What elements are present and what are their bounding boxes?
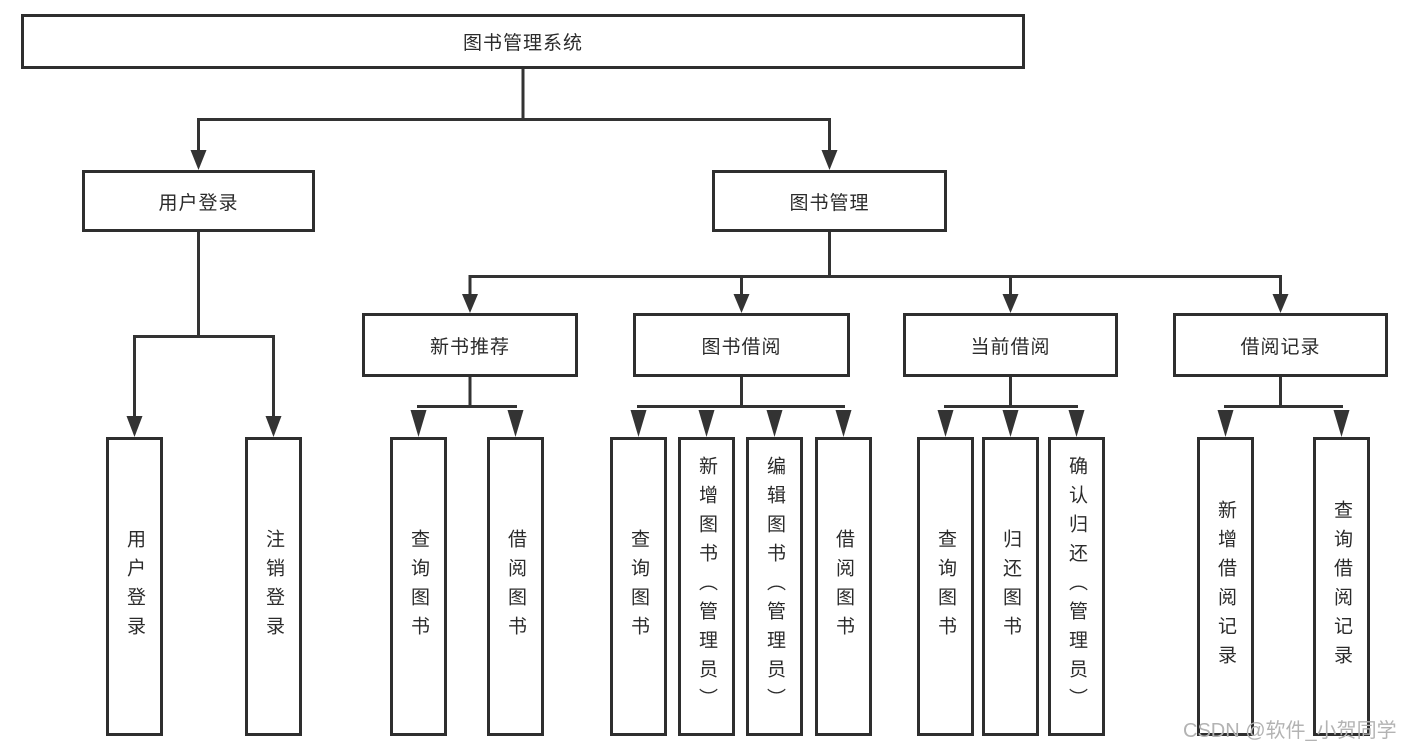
leaf-add-borrow-record: 新增借阅记录 (1197, 437, 1254, 736)
leaf-label: 借阅图书 (833, 528, 854, 645)
csdn-watermark: CSDN @软件_小贺同学 (1183, 720, 1397, 742)
node-user-login: 用户登录 (82, 170, 315, 232)
leaf-label: 新增图书（管理员） (696, 456, 717, 717)
node-label: 借阅记录 (1240, 336, 1321, 358)
leaf-label: 查询图书 (935, 528, 956, 645)
leaf-label: 编辑图书（管理员） (764, 456, 785, 717)
node-current-borrow: 当前借阅 (903, 313, 1118, 377)
leaf-add-books-admin: 新增图书（管理员） (678, 437, 735, 736)
leaf-edit-books-admin: 编辑图书（管理员） (746, 437, 803, 736)
leaf-borrow-books: 借阅图书 (487, 437, 544, 736)
leaf-confirm-return-admin: 确认归还（管理员） (1048, 437, 1105, 736)
node-borrow-records: 借阅记录 (1173, 313, 1388, 377)
leaf-borrow-books: 借阅图书 (815, 437, 872, 736)
leaf-query-borrow-record: 查询借阅记录 (1313, 437, 1370, 736)
leaf-label: 确认归还（管理员） (1066, 456, 1087, 717)
node-book-management: 图书管理 (712, 170, 947, 232)
leaf-label: 注销登录 (263, 528, 284, 645)
leaf-label: 查询图书 (408, 528, 429, 645)
leaf-user-login: 用户登录 (106, 437, 163, 736)
node-library-management-system: 图书管理系统 (21, 14, 1025, 69)
node-label: 当前借阅 (970, 336, 1051, 358)
leaf-query-books: 查询图书 (610, 437, 667, 736)
leaf-label: 借阅图书 (505, 528, 526, 645)
leaf-label: 查询借阅记录 (1331, 499, 1352, 674)
leaf-logout: 注销登录 (245, 437, 302, 736)
leaf-label: 归还图书 (1000, 528, 1021, 645)
leaf-query-books: 查询图书 (390, 437, 447, 736)
leaf-label: 查询图书 (628, 528, 649, 645)
leaf-label: 新增借阅记录 (1215, 499, 1236, 674)
node-label: 图书管理 (789, 192, 870, 214)
node-label: 用户登录 (158, 192, 239, 214)
node-label: 新书推荐 (429, 336, 510, 358)
node-label: 图书管理系统 (462, 33, 583, 54)
node-label: 图书借阅 (701, 336, 782, 358)
leaf-label: 用户登录 (124, 528, 145, 645)
node-new-book-recommend: 新书推荐 (362, 313, 578, 377)
leaf-return-books: 归还图书 (982, 437, 1039, 736)
leaf-query-books: 查询图书 (917, 437, 974, 736)
node-book-borrow: 图书借阅 (633, 313, 850, 377)
